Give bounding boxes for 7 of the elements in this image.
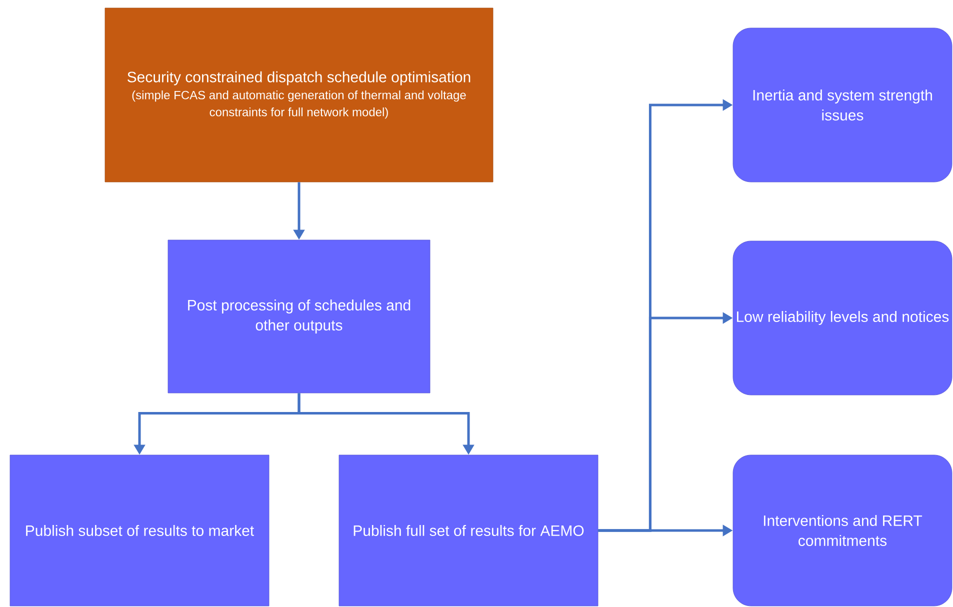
rounded-box: Inertia and system strength issues bbox=[732, 28, 952, 182]
rounded-box: Interventions and RERT commitments bbox=[732, 454, 952, 606]
process-box: Publish full set of results for AEMO bbox=[338, 454, 598, 606]
rounded-box: Low reliability levels and notices bbox=[732, 240, 952, 396]
process-box: Publish subset of results to market bbox=[10, 454, 270, 606]
process-box: Security constrained dispatch schedule optimisation (simple FCAS and automatic generation of thermal and voltage constraints for full network model) bbox=[104, 8, 494, 182]
process-box: Post processing of schedules and other outputs bbox=[168, 240, 430, 394]
